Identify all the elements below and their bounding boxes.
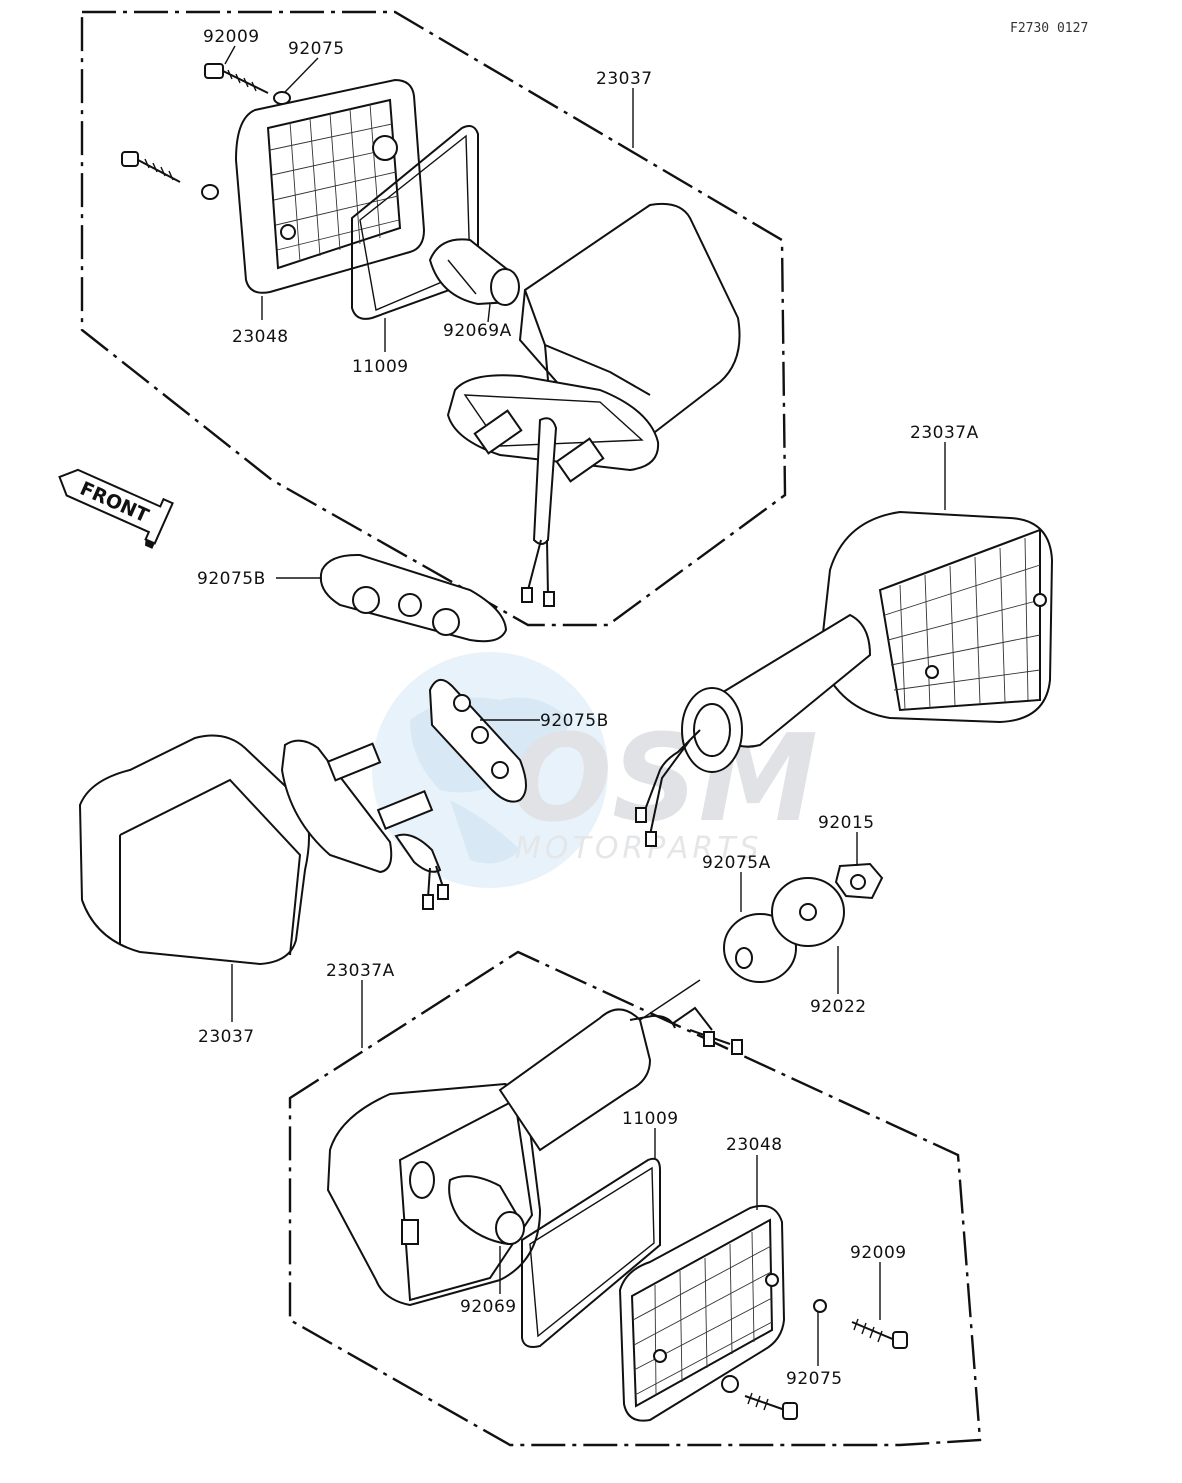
top-assembly-frame [80,10,787,627]
top-screw-1-icon [204,63,269,94]
label-top-92009: 92009 [203,27,260,47]
bottom-washer-2-icon [721,1375,739,1393]
bottom-washer-1-icon [813,1299,827,1313]
top-washer-2-icon [201,184,219,200]
label-mid-23037A: 23037A [910,423,979,443]
gasket-92075B-upper [319,553,508,643]
label-mid-92075B-middle: 92075B [540,711,609,731]
label-left-23037: 23037 [198,1027,255,1047]
label-top-92075: 92075 [288,39,345,59]
left-signal-23037 [78,734,449,966]
bottom-assembly-frame [288,950,982,1447]
label-bottom-23048: 23048 [726,1135,783,1155]
label-top-23037: 23037 [596,69,653,89]
top-lens-23048 [234,78,426,294]
label-bottom-92069: 92069 [460,1297,517,1317]
front-direction-arrow-icon: FRONT [58,468,174,549]
bottom-bulb-92069-icon [448,1175,525,1246]
nut-92015-icon [834,862,884,900]
bottom-housing-23037A [326,1006,743,1307]
bottom-lens-23048 [618,1204,786,1422]
top-stud-2-icon [555,437,605,483]
label-top-92069A: 92069A [443,321,512,341]
label-bottom-11009: 11009 [622,1109,679,1129]
label-top-11009: 11009 [352,357,409,377]
label-mid-92015: 92015 [818,813,875,833]
left-stud-1-icon [326,742,382,782]
top-housing-23037 [446,202,741,607]
top-screw-2-icon [121,151,181,183]
part-labels: 92009 92075 23037 23048 11009 92069A 230… [197,27,979,1389]
top-stud-1-icon [473,409,523,455]
label-bottom-23037A: 23037A [326,961,395,981]
label-mid-92075B-upper: 92075B [197,569,266,589]
bottom-screw-1-icon [851,1318,908,1349]
label-mid-92022: 92022 [810,997,867,1017]
label-mid-92075A: 92075A [702,853,771,873]
leader-lines [224,45,946,1366]
gasket-92075B-middle [428,679,527,803]
left-stud-2-icon [376,790,434,830]
label-bottom-92009: 92009 [850,1243,907,1263]
label-bottom-92075: 92075 [786,1369,843,1389]
bottom-screw-2-icon [744,1392,798,1420]
top-bulb-92069A-icon [428,238,520,306]
right-signal-23037A [635,510,1054,847]
bottom-gasket-11009 [521,1157,661,1348]
reference-code: F2730 0127 [1010,21,1088,36]
washer-92022-icon [771,877,845,947]
watermark-sub-text: MOTORPARTS [515,831,763,866]
label-top-23048: 23048 [232,327,289,347]
